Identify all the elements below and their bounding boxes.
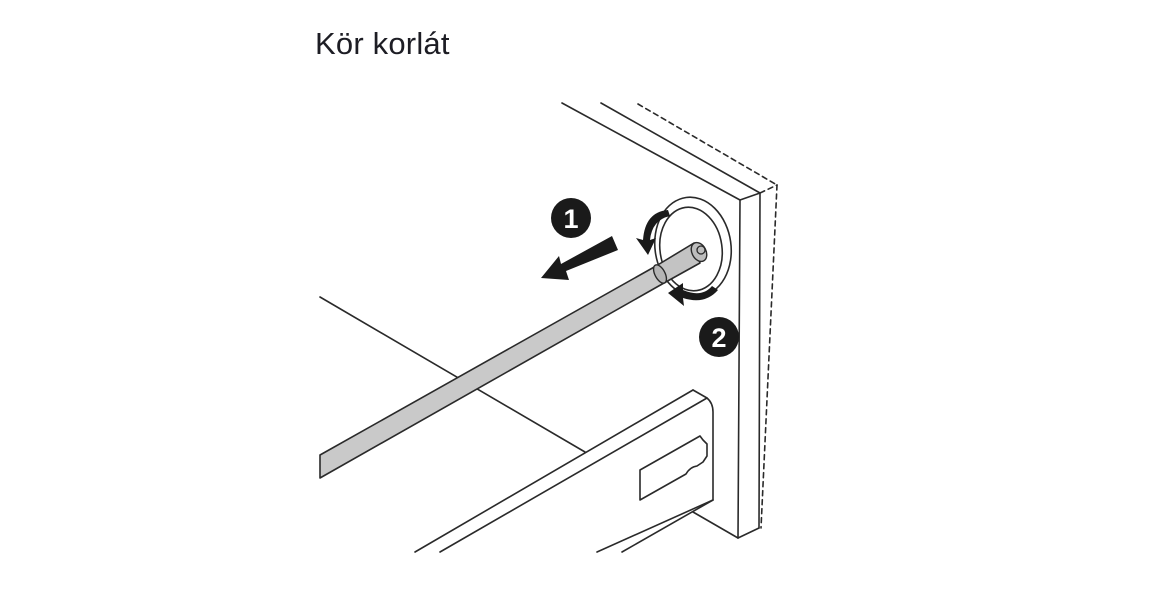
pull-arrow-icon bbox=[541, 236, 618, 280]
rotate-arrow-bottom-icon bbox=[668, 283, 718, 306]
page-title: Kör korlát bbox=[315, 26, 450, 61]
panel-top-edge-back bbox=[600, 102, 761, 194]
drawer-base-edge bbox=[319, 296, 586, 453]
round-rail bbox=[319, 241, 708, 479]
drawer-slot bbox=[639, 435, 708, 501]
panel-dashed-outline bbox=[637, 103, 778, 529]
panel-side-edge bbox=[758, 192, 761, 529]
panel-front-edge bbox=[737, 199, 741, 539]
step-badge-1: 1 bbox=[551, 198, 591, 238]
svg-text:1: 1 bbox=[563, 204, 578, 234]
drawer-side-profile bbox=[414, 389, 714, 553]
panel-top-edge-front bbox=[561, 102, 741, 201]
step-badge-2: 2 bbox=[699, 317, 739, 357]
rotate-arrow-top-icon bbox=[636, 210, 670, 255]
svg-text:2: 2 bbox=[711, 323, 726, 353]
